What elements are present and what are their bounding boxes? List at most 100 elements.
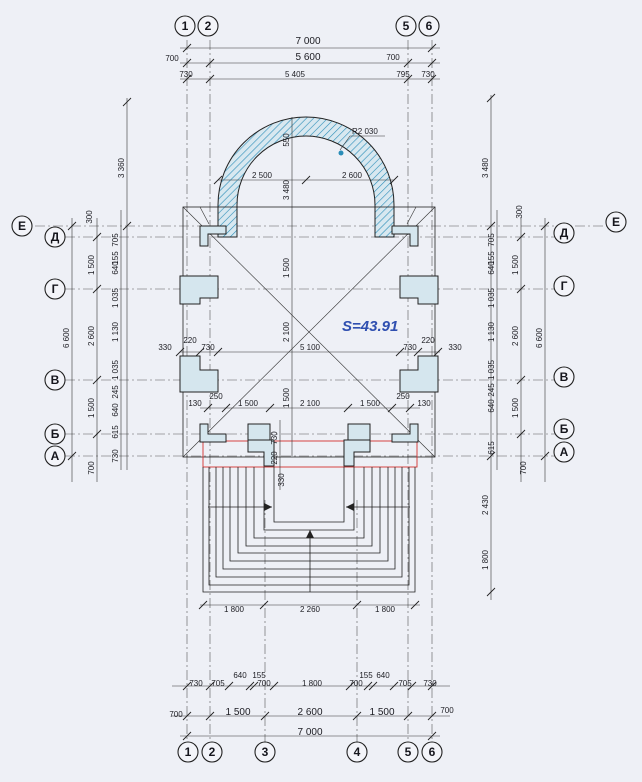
interior-dimensions: 1 500 2 100 1 500 330 220 730 5 100 730 … xyxy=(158,237,462,490)
dim-right-inner-155: 155 xyxy=(487,251,496,265)
dim-right-outer-700: 700 xyxy=(519,461,528,475)
dim-entry-730: 730 xyxy=(270,431,279,445)
dim-bottom-705b: 705 xyxy=(398,679,412,688)
dim-m2100: 2 100 xyxy=(300,399,321,408)
axis-letter-E-left: Е xyxy=(18,219,26,233)
dim-r250: 250 xyxy=(396,392,410,401)
dim-bottom-640b: 640 xyxy=(376,671,390,680)
top-dimensions: 7 000 700 5 600 700 730 5 405 795 730 xyxy=(165,36,440,84)
axis-letter-V-left: В xyxy=(51,373,60,387)
axis-num-1-top: 1 xyxy=(182,19,189,33)
dim-left-inner-155: 155 xyxy=(111,251,120,265)
dim-right-outer-6600: 6 600 xyxy=(535,327,544,348)
axis-letter-G-right: Г xyxy=(561,279,568,293)
dim-left-mid-1: 1 500 xyxy=(87,254,96,275)
axis-letter-V-right: В xyxy=(560,370,569,384)
dim-top-row2-right: 700 xyxy=(386,53,400,62)
dim-top-row2-left: 700 xyxy=(165,54,179,63)
room-area-label: S=43.91 xyxy=(342,318,398,335)
dim-right-inner-1035b: 1 035 xyxy=(487,359,496,380)
dim-top-row3-d: 730 xyxy=(421,70,435,79)
dim-bottom-row2-1500a: 1 500 xyxy=(225,707,250,718)
dim-right-inner-300: 300 xyxy=(515,205,524,219)
dim-right-inner-640b: 640 xyxy=(487,399,496,413)
step-dimensions: 1 800 2 260 1 800 xyxy=(198,600,420,614)
dim-left-mid-3: 1 500 xyxy=(87,397,96,418)
dim-bottom-705a: 705 xyxy=(211,679,225,688)
dim-left-top: 3 360 xyxy=(117,157,126,178)
dim-steps-mid: 2 260 xyxy=(300,605,321,614)
dim-bottom-1800: 1 800 xyxy=(302,679,323,688)
bottom-dimensions: 730 705 640 155 700 1 800 700 155 640 70… xyxy=(169,671,454,741)
dim-right-mid-2: 2 600 xyxy=(511,325,520,346)
dim-right-220: 220 xyxy=(421,336,435,345)
dim-left-inner-1035b: 1 035 xyxy=(111,359,120,380)
dim-right-lower-2430: 2 430 xyxy=(481,494,490,515)
bottom-axis-markers: 1 2 3 4 5 6 xyxy=(177,741,443,763)
dim-bottom-155b: 155 xyxy=(359,671,373,680)
dim-left-inner-615: 615 xyxy=(111,425,120,439)
axis-letter-A-left: А xyxy=(51,449,60,463)
dim-apse-right: 2 600 xyxy=(342,171,363,180)
dim-right-mid-1: 1 500 xyxy=(511,254,520,275)
dim-left-inner-705: 705 xyxy=(111,233,120,247)
axis-letter-B-left: Б xyxy=(51,427,60,441)
dim-left-inner-1130: 1 130 xyxy=(111,321,120,342)
dim-left-inner-640a: 640 xyxy=(111,261,120,275)
dim-right-330: 330 xyxy=(448,343,462,352)
dim-right-inner-1035a: 1 035 xyxy=(487,287,496,308)
dim-left-220: 220 xyxy=(183,336,197,345)
dim-r130: 130 xyxy=(417,399,431,408)
main-room xyxy=(179,206,439,468)
dim-entry-330: 330 xyxy=(277,473,286,487)
dim-l250: 250 xyxy=(209,392,223,401)
dim-left-inner-1035a: 1 035 xyxy=(111,287,120,308)
dim-steps-left: 1 800 xyxy=(224,605,245,614)
dim-top-row2-mid: 5 600 xyxy=(295,52,320,63)
dim-right-mid-3: 1 500 xyxy=(511,397,520,418)
axis-num-4-bottom: 4 xyxy=(354,745,361,759)
dim-left-330: 330 xyxy=(158,343,172,352)
dim-center-v1: 1 500 xyxy=(282,257,291,278)
dim-top-row3-b: 5 405 xyxy=(285,70,306,79)
dim-left-outer-700: 700 xyxy=(87,461,96,475)
dim-top-row3-c: 795 xyxy=(396,70,410,79)
dim-right-inner-615: 615 xyxy=(487,441,496,455)
dim-apse-top: 550 xyxy=(282,133,291,147)
axis-letter-E-right: Е xyxy=(612,215,620,229)
grid-axis-lines xyxy=(35,40,610,745)
dim-entry-220: 220 xyxy=(270,451,279,465)
axis-letter-D-left: Д xyxy=(51,230,60,244)
right-dimensions: 3 480 2 430 1 800 300 705 155 640 1 035 … xyxy=(481,93,550,600)
dim-r1500: 1 500 xyxy=(360,399,381,408)
dim-left-730: 730 xyxy=(201,343,215,352)
dim-l130: 130 xyxy=(188,399,202,408)
left-dimensions: 3 360 6 600 700 1 500 2 600 1 500 300 70… xyxy=(62,97,132,482)
dim-bottom-700a: 700 xyxy=(257,679,271,688)
apse-radius: R2 030 xyxy=(352,127,378,136)
dim-right-730: 730 xyxy=(403,343,417,352)
axis-num-5-top: 5 xyxy=(403,19,410,33)
dim-bottom-700b: 700 xyxy=(349,679,363,688)
dim-top-row3-a: 730 xyxy=(179,70,193,79)
dim-right-inner-705: 705 xyxy=(487,233,496,247)
dim-right-top: 3 480 xyxy=(481,157,490,178)
dim-bottom-row2-700a: 700 xyxy=(169,710,183,719)
dim-bottom-overall: 7 000 xyxy=(297,727,322,738)
dim-left-inner-730: 730 xyxy=(111,449,120,463)
dim-right-lower-1800: 1 800 xyxy=(481,549,490,570)
dim-right-inner-245: 245 xyxy=(487,383,496,397)
dim-apse-center: 3 480 xyxy=(282,179,291,200)
dim-left-outer-6600: 6 600 xyxy=(62,327,71,348)
axis-letter-A-right: А xyxy=(560,445,569,459)
dim-bottom-730a: 730 xyxy=(189,679,203,688)
dim-left-mid-2: 2 600 xyxy=(87,325,96,346)
dim-center-v3: 1 500 xyxy=(282,387,291,408)
dim-right-inner-1130: 1 130 xyxy=(487,321,496,342)
dim-bottom-155a: 155 xyxy=(252,671,266,680)
apse: R2 030 2 500 2 600 550 3 480 xyxy=(213,116,399,238)
dim-center-v2: 2 100 xyxy=(282,321,291,342)
dim-bottom-640a: 640 xyxy=(233,671,247,680)
